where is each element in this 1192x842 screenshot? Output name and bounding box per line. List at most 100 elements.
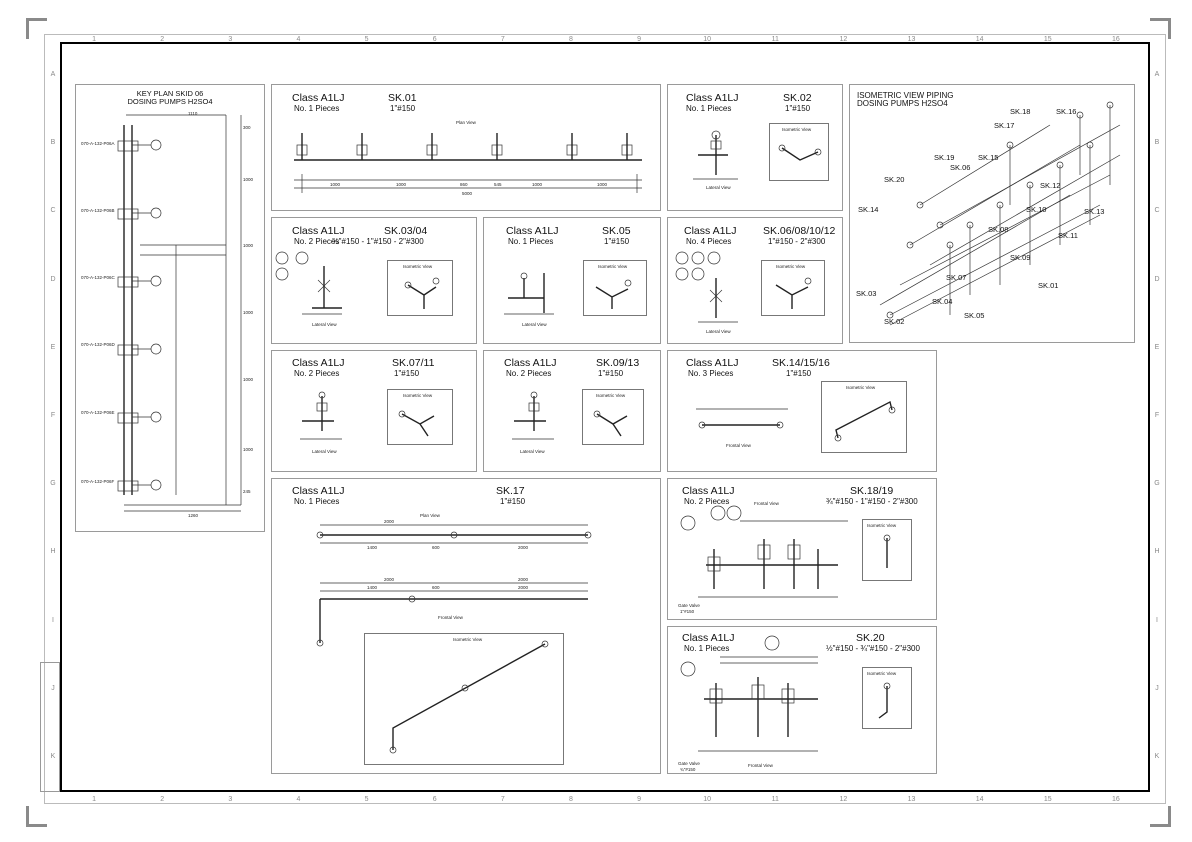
view-label: Frontal View	[438, 615, 463, 620]
sketch-callout: SK.01	[1038, 281, 1059, 290]
sketch-number: SK.06/08/10/12	[763, 225, 836, 237]
iso-view-box: Isometric View	[821, 381, 907, 453]
valve-handwheel-symbol	[1056, 161, 1064, 169]
ruler-column-number: 13	[907, 36, 916, 43]
key-plan-dim: 1260	[188, 513, 199, 518]
sk02-panel: Class A1LJ No. 1 Pieces SK.02 1"#150 Lat…	[667, 84, 843, 211]
view-label: Frontal View	[754, 501, 779, 506]
key-plan-dim: 1000	[243, 377, 254, 382]
sketch-callout: SK.18	[1010, 107, 1031, 116]
valve-handwheel-symbol	[1026, 181, 1034, 189]
sk01-dim: 1000	[330, 182, 341, 187]
ruler-column-number: 10	[703, 796, 712, 803]
iso-view-label: Isometric View	[403, 264, 433, 269]
valve-handwheel-symbol	[1106, 101, 1114, 109]
sketch-number: SK.20	[856, 632, 885, 644]
ruler-column-number: 3	[228, 36, 233, 43]
class-label: Class A1LJ	[682, 485, 735, 497]
ruler-row-letter: F	[50, 412, 56, 419]
rating-label: 1"#150	[786, 369, 812, 378]
note-label: Gate Valve	[678, 761, 700, 766]
pieces-label: No. 1 Pieces	[508, 237, 554, 246]
valve-handwheel-symbol	[906, 241, 914, 249]
pieces-label: No. 2 Pieces	[684, 497, 730, 506]
pump-symbol	[150, 139, 162, 151]
iso-main-subtitle: DOSING PUMPS H2SO4	[857, 99, 948, 108]
ruler-column-number: 15	[1043, 36, 1052, 43]
pump-tag: 070-A-132-P06A	[81, 141, 115, 146]
sk0608-drawing	[675, 251, 738, 323]
view-label: Lateral View	[312, 322, 337, 327]
ruler-row-letter: F	[1154, 412, 1160, 419]
sketch-number: SK.05	[602, 225, 631, 237]
sk0913-panel: Class A1LJ No. 2 Pieces SK.09/13 1"#150 …	[483, 350, 661, 472]
sk01-panel: Class A1LJ No. 1 Pieces SK.01 1"#150 Pla…	[271, 84, 661, 211]
rating-label: ¾"#150 - 1"#150 - 2"#300	[332, 237, 424, 246]
ruler-row-letter: C	[1154, 207, 1160, 215]
view-label: Lateral View	[520, 449, 545, 454]
iso-view-label: Isometric View	[453, 637, 483, 642]
pump-symbol	[150, 207, 162, 219]
ruler-row-letter: K	[1154, 752, 1160, 760]
sketch-callout: SK.02	[884, 317, 905, 326]
rating-label: 1"#150	[785, 104, 811, 113]
valve-handwheel-symbol	[886, 311, 894, 319]
iso-view-box: Isometric View	[862, 667, 912, 729]
sketch-number: SK.01	[388, 92, 417, 104]
key-plan-subtitle: DOSING PUMPS H2SO4	[127, 97, 213, 106]
view-label: Frontal View	[726, 443, 751, 448]
key-plan-dim: 1000	[243, 447, 254, 452]
sk141516-drawing	[696, 408, 788, 429]
valve-handwheel-symbol	[1076, 111, 1084, 119]
rating-label: 1"#150 - 2"#300	[768, 237, 826, 246]
ruler-row-letter: H	[1154, 548, 1160, 556]
valve-handwheel-symbol	[946, 241, 954, 249]
pieces-label: No. 1 Pieces	[684, 644, 730, 653]
ruler-column-number: 15	[1043, 796, 1052, 803]
pieces-label: No. 2 Pieces	[294, 369, 340, 378]
ruler-row-letter: K	[50, 752, 56, 760]
sk01-dim: 860	[460, 182, 468, 187]
sk1819-drawing	[680, 505, 848, 598]
pieces-label: No. 3 Pieces	[688, 369, 734, 378]
sk17-dim: 600	[432, 585, 440, 590]
rating-label: 1"#150	[604, 237, 630, 246]
rating-label: 1"#150	[394, 369, 420, 378]
valve-handwheel-symbol	[966, 221, 974, 229]
sketch-callout: SK.13	[1084, 207, 1105, 216]
corner-mark-tr	[1150, 18, 1171, 39]
sk17-dim: 2000	[518, 545, 529, 550]
iso-view-box: Isometric View	[583, 260, 647, 316]
main-isometric-panel: ISOMETRIC VIEW PIPING DOSING PUMPS H2SO4…	[849, 84, 1135, 343]
iso-view-label: Isometric View	[776, 264, 806, 269]
key-plan-dim: 1000	[243, 310, 254, 315]
sk01-drawing	[294, 133, 642, 193]
iso-view-label: Isometric View	[867, 523, 897, 528]
iso-view-box: Isometric View	[769, 123, 829, 181]
drawing-sheet	[60, 42, 1150, 792]
sketch-callout: SK.14	[858, 205, 879, 214]
class-label: Class A1LJ	[292, 357, 345, 369]
sketch-callout: SK.07	[946, 273, 967, 282]
ruler-row-letter: E	[50, 343, 56, 351]
ruler-column-number: 6	[432, 796, 437, 803]
pump-tag: 070-A-132-P06E	[81, 410, 115, 415]
ruler-row-letter: A	[1154, 71, 1160, 79]
ruler-column-number: 4	[296, 36, 301, 43]
ruler-column-number: 8	[568, 36, 573, 43]
view-label: Lateral View	[706, 329, 731, 334]
sk05-drawing	[504, 272, 554, 315]
pump-tag: 070-A-132-P06C	[81, 275, 115, 280]
sk0913-drawing	[512, 391, 554, 440]
iso-view-box: Isometric View	[862, 519, 912, 581]
sk17-dim: 2000	[518, 585, 529, 590]
sk0304-panel: Class A1LJ No. 2 Pieces SK.03/04 ¾"#150 …	[271, 217, 477, 344]
iso-view-label: Isometric View	[596, 393, 626, 398]
class-label: Class A1LJ	[684, 225, 737, 237]
key-plan-panel: KEY PLAN SKID 06 DOSING PUMPS H2SO4 1110…	[75, 84, 265, 532]
ruler-column-number: 2	[160, 36, 165, 43]
corner-mark-bl	[26, 806, 47, 827]
sketch-callout: SK.20	[884, 175, 905, 184]
sketch-callout: SK.10	[1026, 205, 1047, 214]
ruler-column-number: 5	[364, 36, 369, 43]
